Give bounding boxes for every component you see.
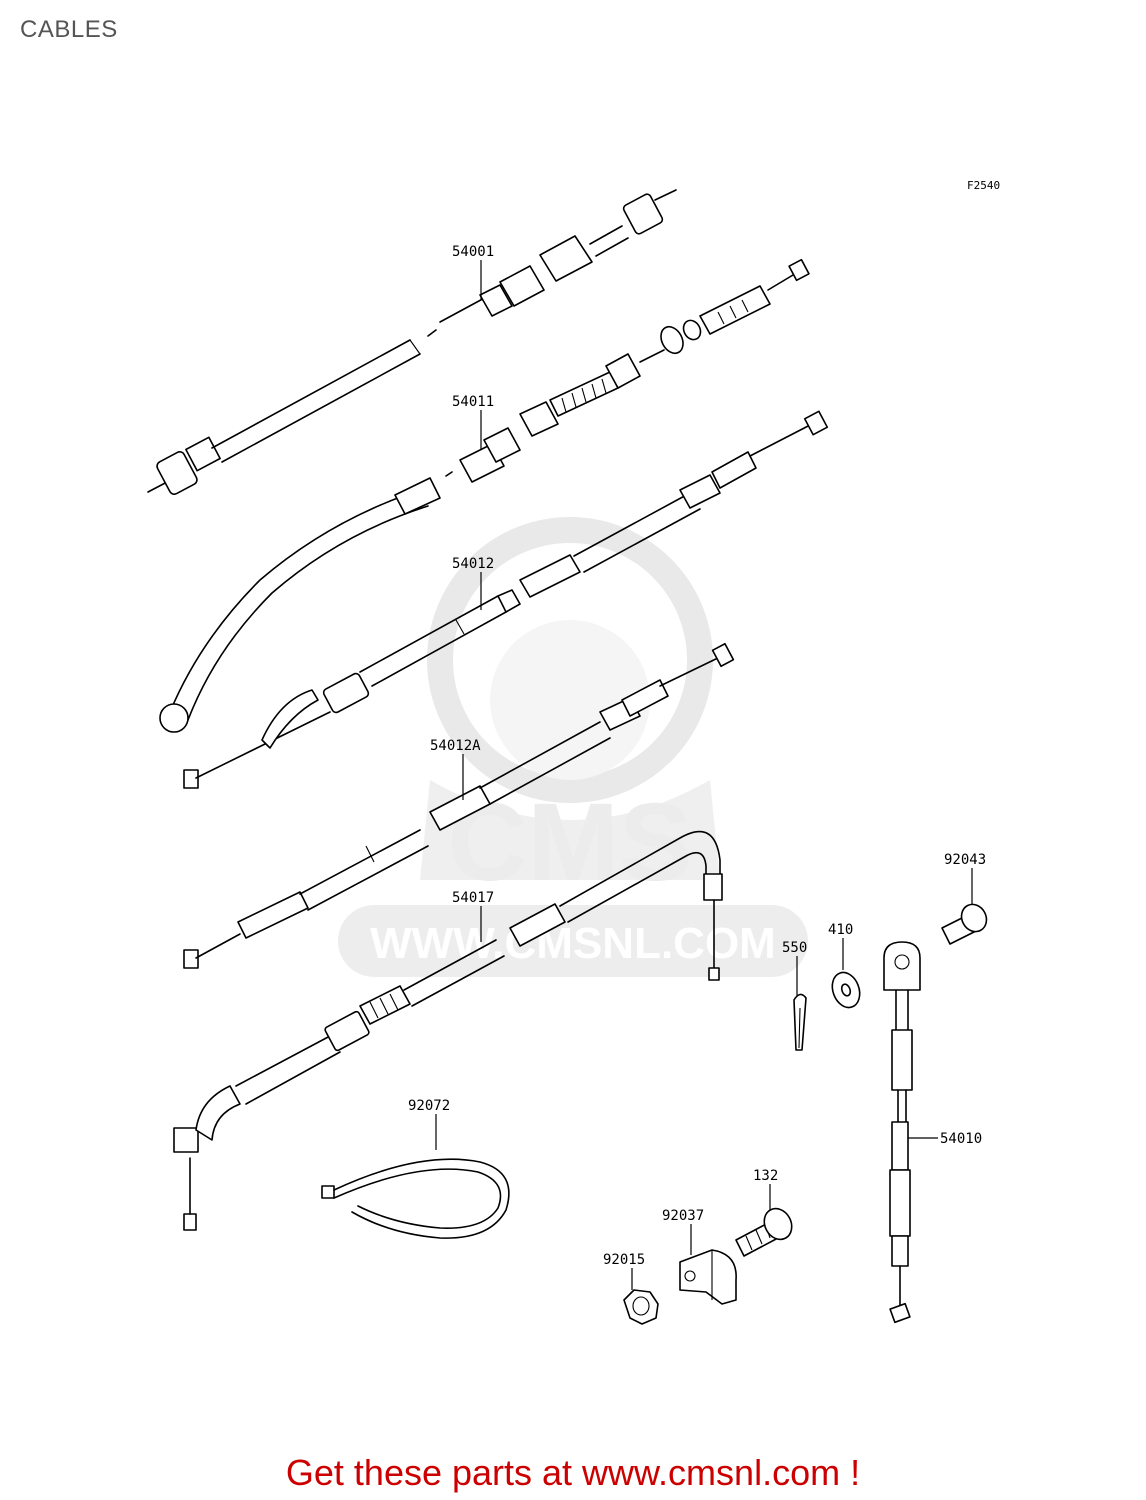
diagram-reference: F2540 <box>967 179 1000 192</box>
part-92072-cable-tie[interactable] <box>321 1158 510 1239</box>
part-54011-cable[interactable] <box>159 258 810 733</box>
label-54012: 54012 <box>452 556 494 572</box>
label-92043: 92043 <box>944 852 986 868</box>
page-title: CABLES <box>20 16 118 43</box>
part-54012-throttle-cable[interactable] <box>183 410 829 789</box>
part-54012a-throttle-cable[interactable] <box>183 642 735 969</box>
cms-watermark-logo: CMS WWW.CMSNL.COM <box>338 517 808 977</box>
part-410-washer[interactable] <box>828 969 865 1012</box>
label-92037: 92037 <box>662 1208 704 1224</box>
label-550: 550 <box>782 940 807 956</box>
label-54012a: 54012A <box>430 738 481 754</box>
part-92043-pin[interactable] <box>941 900 991 945</box>
label-92072: 92072 <box>408 1098 450 1114</box>
label-54001: 54001 <box>452 244 494 260</box>
part-92037-clamp[interactable] <box>679 1249 737 1305</box>
part-54001-speedometer-cable[interactable] <box>147 189 677 496</box>
label-92015: 92015 <box>603 1252 645 1268</box>
label-54010: 54010 <box>940 1131 982 1147</box>
label-410: 410 <box>828 922 853 938</box>
part-92015-nut[interactable] <box>623 1289 659 1325</box>
label-132: 132 <box>753 1168 778 1184</box>
label-54011: 54011 <box>452 394 494 410</box>
label-54017: 54017 <box>452 890 494 906</box>
part-550-cotter-pin[interactable] <box>793 993 807 1051</box>
part-54010-brake-cable[interactable] <box>883 941 921 1324</box>
part-132-bolt[interactable] <box>735 1204 797 1257</box>
footer-promo-link[interactable]: Get these parts at www.cmsnl.com ! <box>285 1452 861 1493</box>
watermark-text: WWW.CMSNL.COM <box>370 919 776 968</box>
part-54017-choke-cable[interactable] <box>173 830 723 1231</box>
